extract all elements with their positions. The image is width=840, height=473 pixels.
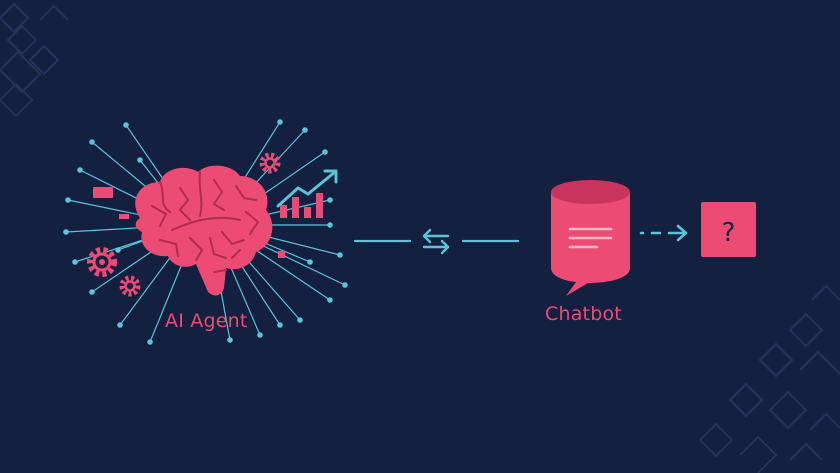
network-node <box>65 197 71 203</box>
network-node <box>89 139 95 145</box>
corner-pattern-bottom-right <box>698 284 840 473</box>
network-line <box>149 257 186 343</box>
swap-arrows-icon <box>422 228 450 255</box>
network-node <box>302 127 308 133</box>
network-node <box>117 322 123 328</box>
dashed-arrow <box>639 224 688 242</box>
ai-agent-label: AI Agent <box>165 310 248 332</box>
gear-icon <box>87 152 281 297</box>
network-node <box>337 252 343 258</box>
network-node <box>307 259 313 265</box>
brain-icon <box>135 165 273 296</box>
network-node <box>89 289 95 295</box>
chat-database-icon <box>551 180 630 296</box>
network-node <box>63 229 69 235</box>
network-node <box>77 167 83 173</box>
network-node <box>277 119 283 125</box>
network-node <box>322 149 328 155</box>
corner-pattern-top-left <box>0 2 69 118</box>
network-node <box>297 317 303 323</box>
chatbot-label: Chatbot <box>545 303 622 325</box>
network-node <box>147 339 153 345</box>
network-node <box>257 332 263 338</box>
network-node <box>72 259 78 265</box>
network-node <box>327 297 333 303</box>
question-box-icon: ? <box>701 202 756 257</box>
network-node <box>327 222 333 228</box>
network-line <box>225 256 261 336</box>
network-node <box>342 282 348 288</box>
network-node <box>227 337 233 343</box>
network-node <box>277 322 283 328</box>
network-node <box>137 157 143 163</box>
network-node <box>115 247 121 253</box>
network-line <box>245 243 331 301</box>
network-node <box>327 197 333 203</box>
decor-marks <box>93 187 285 258</box>
rising-chart-icon <box>276 169 338 218</box>
question-mark: ? <box>722 218 736 248</box>
network-line <box>119 252 175 326</box>
network-node <box>123 122 129 128</box>
network-line <box>248 238 346 286</box>
